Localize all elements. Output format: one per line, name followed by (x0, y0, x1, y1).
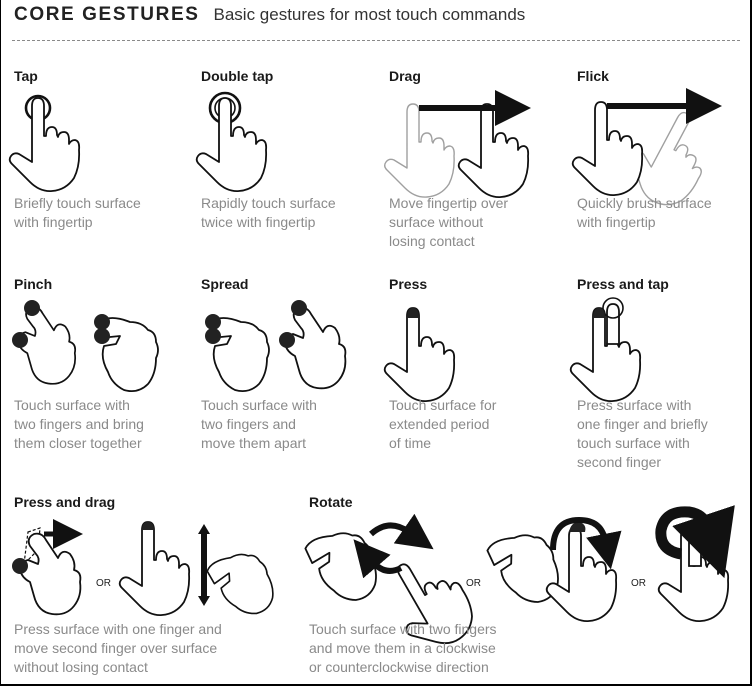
tap-icon (8, 94, 81, 192)
gesture-double-tap: Double tap Rapidly touch surface twice w… (195, 68, 381, 258)
gesture-name: Press and drag (14, 494, 116, 510)
gesture-description: Touch surface with two fingers and bring… (14, 397, 144, 451)
gesture-press: Press Touch surface for extended period … (383, 276, 569, 476)
press-icon (383, 307, 456, 402)
double-tap-icon (195, 91, 268, 192)
page-title: CORE GESTURES (14, 4, 200, 25)
gesture-drag: Drag Move fingertip over surface without… (384, 68, 569, 258)
gesture-description: Touch surface for extended period of tim… (389, 397, 497, 451)
pinch-icon (12, 300, 159, 393)
gesture-tap: Tap Briefly touch surface with fingertip (8, 68, 194, 258)
gesture-flick: Flick Quickly brush surface with fingert… (571, 68, 747, 258)
gesture-description: Rapidly touch surface twice with fingert… (201, 195, 336, 230)
press-and-drag-icon: OR (12, 519, 285, 626)
gesture-description: Press surface with one finger and move s… (14, 621, 222, 675)
or-separator: OR (96, 578, 111, 589)
page-subtitle: Basic gestures for most touch commands (213, 5, 526, 24)
gesture-name: Spread (201, 276, 249, 292)
gesture-press-and-tap: Press and tap Press surface with one fin… (569, 276, 747, 476)
spread-icon (205, 300, 347, 393)
gesture-description: Briefly touch surface with fingertip (14, 195, 141, 230)
rotate-icon: OR OR (302, 505, 735, 661)
gesture-spread: Spread Touch surface with two fingers an… (201, 276, 381, 476)
header: CORE GESTURES Basic gestures for most to… (14, 4, 525, 30)
gesture-description: Quickly brush surface with fingertip (577, 195, 712, 230)
gesture-name: Press and tap (577, 276, 669, 292)
gesture-press-and-drag: Press and drag OR Press surface with one… (12, 494, 304, 684)
or-separator: OR (466, 578, 481, 589)
gesture-name: Rotate (309, 494, 353, 510)
gesture-description: Touch surface with two fingers and move … (201, 397, 317, 451)
gesture-name: Flick (577, 68, 609, 84)
header-divider (12, 40, 740, 41)
or-separator: OR (631, 578, 646, 589)
gesture-name: Tap (14, 68, 38, 84)
gesture-name: Drag (389, 68, 421, 84)
gesture-description: Move fingertip over surface without losi… (389, 195, 509, 249)
flick-icon (571, 88, 724, 216)
gesture-pinch: Pinch Touch surface with two fingers and… (12, 276, 194, 476)
gesture-name: Pinch (14, 276, 53, 292)
gesture-description: Touch surface with two fingers and move … (309, 621, 497, 675)
drag-icon (384, 90, 531, 198)
gesture-name: Double tap (201, 68, 274, 84)
press-and-tap-icon (569, 297, 642, 402)
gesture-name: Press (389, 276, 428, 292)
gesture-rotate: Rotate OR OR Touch surface with two fing… (302, 494, 749, 684)
gesture-description: Press surface with one finger and briefl… (577, 397, 708, 470)
